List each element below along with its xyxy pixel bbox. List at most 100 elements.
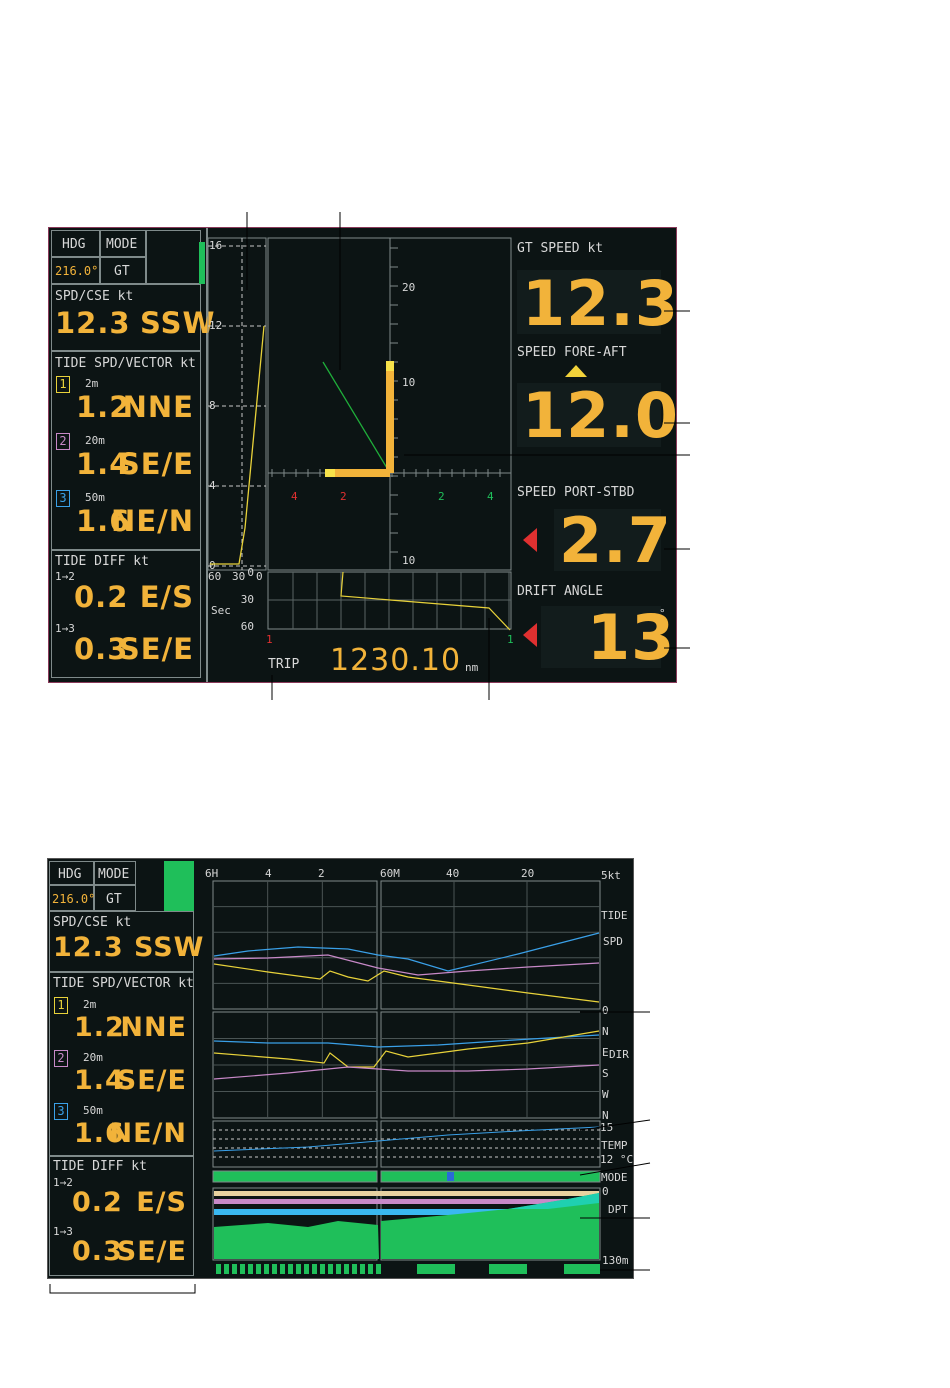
tide-speed-panel-frame	[212, 880, 378, 1010]
diff-pair-label: 1→2	[53, 1176, 73, 1189]
lateral-scale-label: 2	[340, 490, 347, 503]
tide-vector-label: TIDE SPD/VECTOR kt	[55, 356, 196, 371]
hdg-value-cell: 216.0°	[51, 257, 100, 284]
drift-angle-label: DRIFT ANGLE	[517, 584, 604, 599]
sec-axis-label: 60	[241, 620, 254, 633]
status-tick	[232, 1264, 237, 1274]
spd-value: 12.3	[53, 932, 124, 963]
history-strip-frame	[207, 237, 267, 571]
status-tick	[296, 1264, 301, 1274]
layer-depth: 50m	[85, 491, 105, 504]
tide-vector-label: TIDE SPD/VECTOR kt	[53, 976, 194, 991]
layer-badge-3: 3	[56, 490, 70, 507]
tide-speed-line-3	[213, 932, 600, 972]
mode-value-cell: GT	[100, 257, 146, 284]
cse-value: SSW	[140, 306, 216, 340]
status-tick	[272, 1264, 277, 1274]
depth-tick-label: 0	[602, 1185, 609, 1198]
mode-value-cell: GT	[94, 885, 136, 911]
status-tick	[368, 1264, 373, 1274]
diff-speed: 0.2	[72, 1187, 123, 1218]
history-tick-label: 4	[209, 479, 216, 492]
status-tick	[240, 1264, 245, 1274]
layer-direction: NE/N	[109, 1118, 187, 1149]
mode-value: GT	[114, 264, 130, 279]
dir-label: DIR	[609, 1048, 629, 1061]
dir-tick-label: N	[602, 1025, 609, 1038]
dpt-label: DPT	[608, 1203, 628, 1216]
spd-label: SPD	[603, 935, 623, 948]
diff-direction: E/S	[139, 580, 194, 614]
layer-badge-1: 1	[54, 997, 68, 1014]
dir-tick-label: N	[602, 1109, 609, 1122]
diff-pair-label: 1→2	[55, 570, 75, 583]
layer-depth: 20m	[85, 434, 105, 447]
mode-change-marker	[447, 1172, 454, 1181]
drift-angle-box	[541, 606, 661, 668]
tide-history-screen: HDG MODE 216.0° GT SPD/CSE kt 12.3 SSW T…	[47, 858, 634, 1279]
layer-badge-2: 2	[54, 1050, 68, 1067]
spd-cse-label: SPD/CSE kt	[53, 915, 132, 930]
layer-speed: 1.2	[74, 1012, 125, 1043]
temp-panel-frame	[380, 1120, 601, 1168]
time-axis-label: 4	[265, 867, 272, 880]
status-tick	[360, 1264, 365, 1274]
vector-scale-label: 10	[402, 376, 415, 389]
status-indicator	[164, 861, 194, 911]
port-stbd-value: 2.7	[559, 504, 672, 577]
depth-tick-label: 130m	[602, 1254, 629, 1267]
mode-value: GT	[106, 892, 122, 907]
hdg-label: HDG	[58, 867, 82, 882]
time-axis-label: 30	[232, 570, 245, 583]
time-axis-label: 2	[318, 867, 325, 880]
layer-speed: 1.6	[76, 504, 131, 538]
gt-speed-box	[517, 270, 661, 334]
history-tick-label: 16	[209, 239, 222, 252]
status-tick	[328, 1264, 333, 1274]
tide-label: TIDE	[601, 909, 628, 922]
sec-axis-label: 0	[247, 566, 254, 579]
fore-aft-bar	[386, 361, 394, 473]
fore-arrow-icon	[565, 365, 587, 377]
layer-speed: 1.2	[76, 390, 131, 424]
trip-label: TRIP	[268, 657, 300, 672]
trip-unit: nm	[465, 661, 479, 674]
port-stbd-bar	[325, 469, 390, 477]
drift-arrow-icon	[523, 623, 537, 647]
time-axis-label: 0	[256, 570, 263, 583]
status-tick	[304, 1264, 309, 1274]
temp-label: TEMP	[601, 1139, 628, 1152]
port-arrow-icon	[523, 528, 537, 552]
mode-strip-label: MODE	[601, 1171, 628, 1184]
mode-label: MODE	[98, 867, 130, 882]
drift-angle-unit: °	[659, 607, 666, 620]
layer-speed: 1.4	[74, 1065, 125, 1096]
hdg-value: 216.0°	[55, 264, 99, 278]
status-block	[489, 1264, 527, 1274]
layer-depth: 50m	[83, 1104, 103, 1117]
drift-angle-value: 13	[587, 601, 676, 674]
status-tick	[312, 1264, 317, 1274]
status-tick	[264, 1264, 269, 1274]
tide-diff-label: TIDE DIFF kt	[53, 1159, 147, 1174]
layer-direction: NNE	[120, 1012, 187, 1043]
vector-scale-label: 10	[402, 554, 415, 567]
hdg-value: 216.0°	[52, 892, 96, 906]
gt-speed-label: GT SPEED kt	[517, 241, 604, 256]
fore-aft-bar-tip	[386, 361, 394, 371]
layer-speed: 1.6	[74, 1118, 125, 1149]
status-block	[417, 1264, 455, 1274]
status-tick	[320, 1264, 325, 1274]
diff-speed: 0.3	[72, 1236, 123, 1267]
mode-header-cell: MODE	[100, 230, 146, 257]
cse-value: SSW	[134, 932, 205, 963]
info-panel: HDG MODE 216.0° GT SPD/CSE kt 12.3 SSW T…	[49, 228, 214, 682]
temp-line	[213, 1126, 600, 1152]
status-block	[564, 1264, 600, 1274]
depth-layer-band-2	[214, 1199, 599, 1204]
status-tick	[216, 1264, 221, 1274]
dir-tick-label: W	[602, 1088, 609, 1101]
